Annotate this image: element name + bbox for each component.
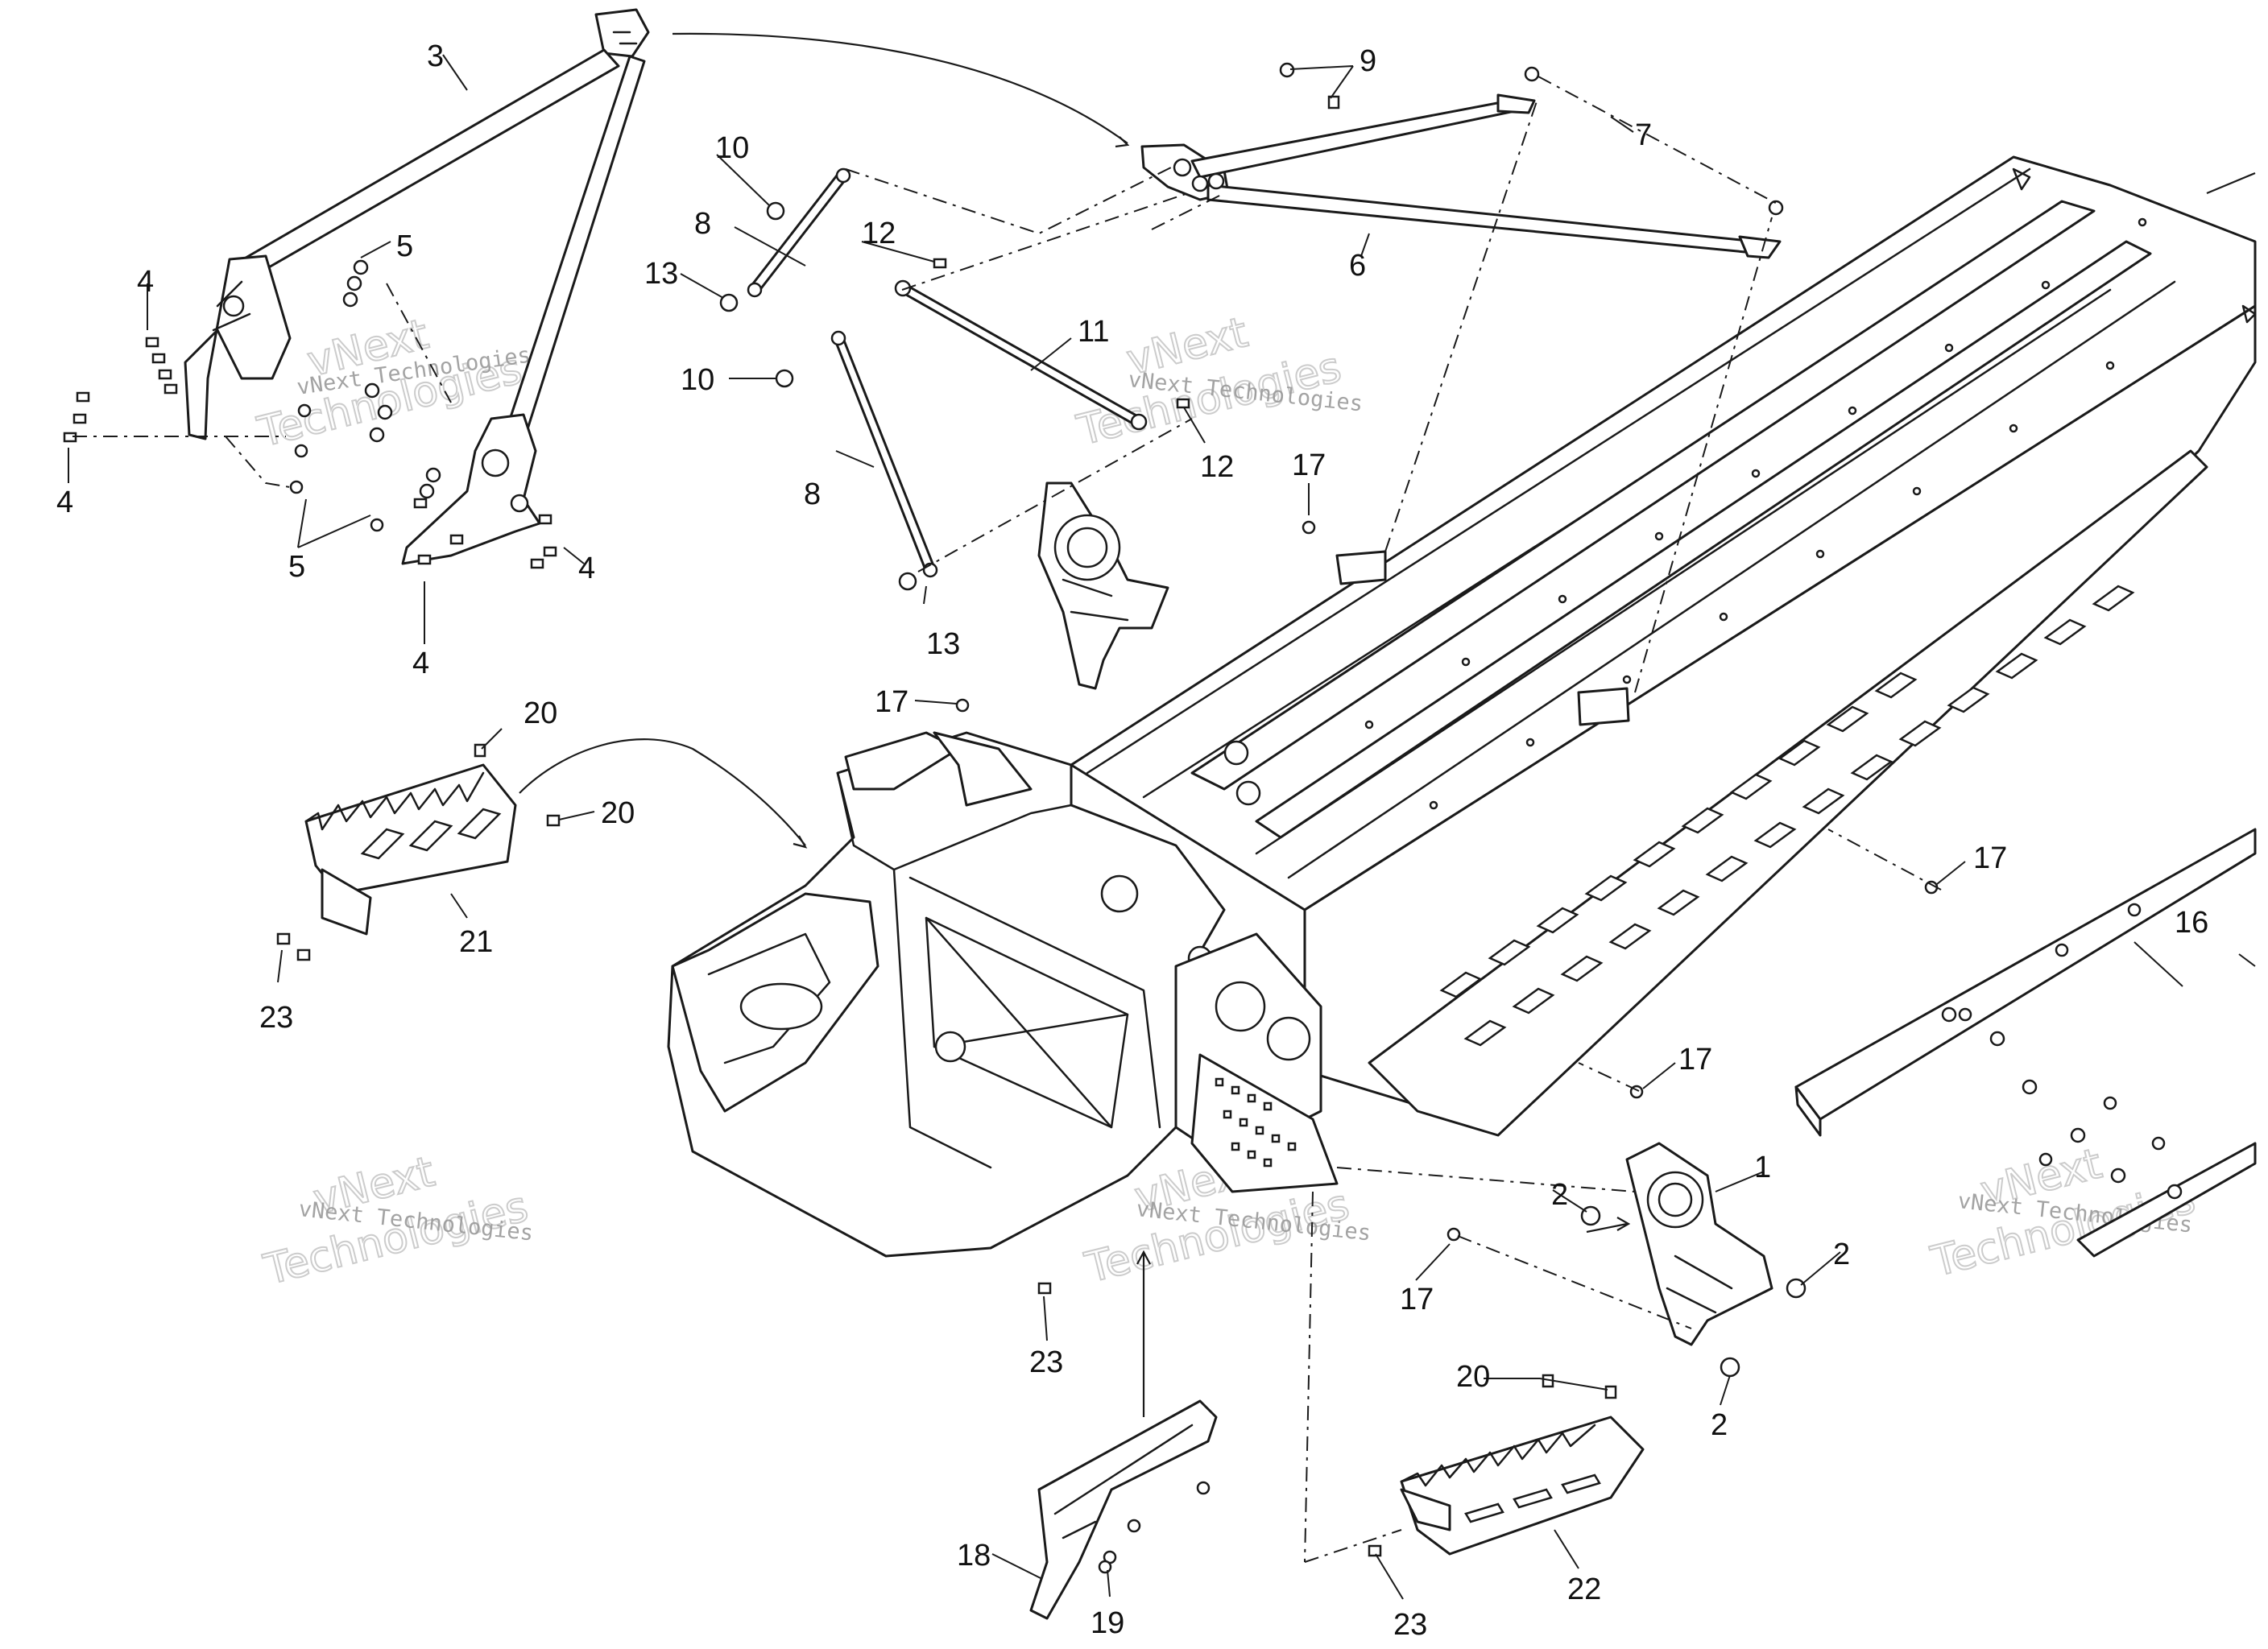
callout-17: 17 — [875, 685, 908, 719]
callout-17: 17 — [1400, 1283, 1434, 1316]
chassis-tunnel — [1070, 155, 2257, 1137]
callout-20: 20 — [524, 696, 557, 730]
upper-brace-part-6 — [1140, 62, 1784, 259]
callout-18: 18 — [957, 1539, 991, 1573]
fasteners-4-5 — [63, 259, 557, 569]
callout-12: 12 — [862, 217, 896, 250]
callout-2: 2 — [1551, 1178, 1568, 1212]
callout-labels: 3 4 4 4 4 5 5 6 7 9 10 10 8 8 12 12 11 1… — [56, 39, 2208, 1642]
callout-13: 13 — [644, 257, 678, 291]
strut-part-8-upper — [747, 167, 851, 298]
callout-23: 23 — [259, 1001, 293, 1035]
leader-lines — [68, 54, 2256, 1600]
assembly-arrows — [519, 32, 2256, 1417]
callout-11: 11 — [1078, 315, 1109, 349]
callout-22: 22 — [1567, 1573, 1601, 1606]
callout-4: 4 — [137, 265, 154, 299]
steering-bracket — [1037, 481, 1169, 690]
callout-6: 6 — [1349, 249, 1366, 283]
callout-10: 10 — [681, 363, 714, 397]
callout-20: 20 — [1456, 1360, 1490, 1394]
callout-17: 17 — [1973, 841, 2007, 875]
callout-19: 19 — [1091, 1606, 1124, 1640]
callout-9: 9 — [1360, 44, 1376, 78]
callout-10: 10 — [715, 131, 749, 165]
callout-4: 4 — [412, 647, 429, 680]
callout-13: 13 — [926, 627, 960, 661]
callout-8: 8 — [694, 207, 711, 241]
reinforcement-part-18 — [1029, 1282, 1218, 1620]
a-frame-support-part-3 — [184, 8, 650, 565]
assembly-dash-lines — [72, 76, 1942, 1563]
callout-23: 23 — [1393, 1608, 1427, 1642]
callout-20: 20 — [601, 796, 635, 830]
callout-17: 17 — [1292, 448, 1326, 482]
footrest-part-21 — [276, 743, 561, 961]
callout-4: 4 — [56, 486, 73, 519]
callout-17: 17 — [1678, 1043, 1712, 1077]
footrest-part-22 — [1368, 1374, 1645, 1557]
callout-21: 21 — [459, 925, 493, 959]
callout-2: 2 — [1711, 1408, 1728, 1442]
side-rail-part-16 — [1794, 828, 2257, 1258]
callout-16: 16 — [2175, 906, 2208, 940]
callout-1: 1 — [1754, 1151, 1771, 1184]
front-engine-frame — [667, 731, 1339, 1258]
callout-7: 7 — [1635, 118, 1652, 152]
callout-23: 23 — [1029, 1345, 1063, 1379]
hardware-17 — [955, 520, 1939, 1242]
strut-part-8-lower — [830, 330, 938, 578]
callout-2: 2 — [1833, 1238, 1850, 1271]
callout-12: 12 — [1200, 450, 1234, 484]
callout-8: 8 — [804, 477, 821, 511]
hardware-10-12-13 — [719, 201, 1190, 591]
callout-4: 4 — [578, 552, 595, 585]
bracket-part-1 — [1580, 1142, 1807, 1378]
callout-3: 3 — [427, 39, 444, 73]
rod-part-11 — [894, 279, 1148, 431]
callout-5: 5 — [288, 550, 305, 584]
callout-5: 5 — [396, 229, 413, 263]
